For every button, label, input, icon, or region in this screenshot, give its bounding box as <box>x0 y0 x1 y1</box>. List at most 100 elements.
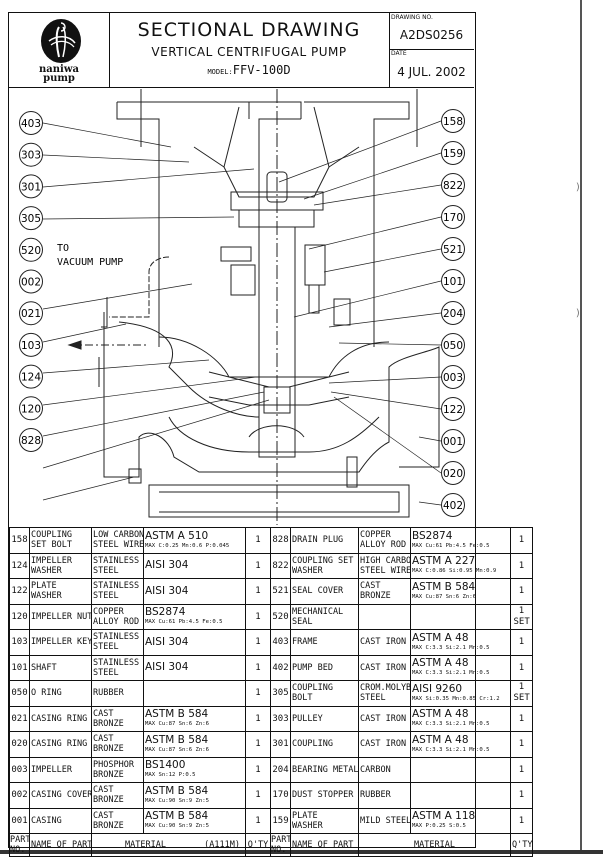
text-line: LOW CARBON <box>93 530 144 541</box>
quantity-cell: 1 <box>510 552 533 579</box>
part-number: 001 <box>9 807 30 834</box>
part-name: PULLEY <box>290 705 359 732</box>
material-spec: MAX Cu:90 Sn:9 Zn:5 <box>145 823 209 830</box>
date-value: 4 JUL. 2002 <box>397 65 466 79</box>
part-number: 170 <box>270 782 291 809</box>
text-line: CAST IRON <box>360 662 407 673</box>
coupling-bolt-158 <box>266 171 288 203</box>
text-line: STEEL <box>93 667 119 678</box>
quantity-cell: 1 <box>245 731 271 758</box>
text-line: COPPER <box>360 530 391 541</box>
text-line: CAST IRON <box>360 637 407 648</box>
text-line: IMPELLER KEY <box>31 637 92 648</box>
material-standard: BS2874 <box>145 606 186 619</box>
text-line: STEEL <box>360 693 386 704</box>
model-label: MODEL: <box>207 68 233 76</box>
callout-balloon <box>441 493 465 517</box>
callout-label: 521 <box>443 244 463 256</box>
part-name: CASING RING <box>29 705 92 732</box>
quantity-cell: 1 <box>245 527 271 554</box>
model-value: FFV-100D <box>232 63 291 77</box>
text-line: WASHER <box>31 591 62 602</box>
quantity-cell: 1 <box>510 782 533 809</box>
material-spec: MAX Cu:61 Pb:4.5 Fe:0.5 <box>412 542 490 549</box>
quantity: 1 <box>518 662 525 673</box>
callout-label: 520 <box>21 245 41 257</box>
material-standard-cell <box>410 782 511 809</box>
casing-001 <box>103 312 440 478</box>
callout-label: 002 <box>21 277 41 289</box>
quantity: 1 <box>255 688 261 699</box>
header-name-of-part: NAME OF PART <box>29 833 92 857</box>
callout-label: 124 <box>21 372 41 384</box>
text-line: SEAL <box>292 616 313 627</box>
material-standard: ASTM B 584 <box>145 733 209 746</box>
text-line: MECHANICAL <box>292 606 344 617</box>
text-line: MILD STEEL <box>360 815 411 826</box>
quantity: 1 <box>255 764 261 775</box>
text-line: HIGH CARBON <box>360 555 410 566</box>
quantity: 1 <box>518 764 525 775</box>
bed-bolt <box>346 456 358 488</box>
material-spec: MAX Cu:90 Sn:9 Zn:5 <box>145 797 209 804</box>
coupling-301 <box>230 191 324 211</box>
header-qty: Q'TY <box>510 833 533 857</box>
material-standard: ASTM A 118 <box>412 810 476 823</box>
quantity-cell: 1 SET <box>510 680 533 707</box>
text-line: RUBBER <box>360 790 391 801</box>
header-name-of-part: NAME OF PART <box>290 833 359 857</box>
material-standard: BS2874 <box>412 529 453 542</box>
quantity-cell: 1 <box>510 578 533 605</box>
part-number: 822 <box>270 552 291 579</box>
text-line: BRONZE <box>93 795 124 806</box>
text-line: CASING <box>31 815 62 826</box>
part-number: 122 <box>9 578 30 605</box>
text-line: STAINLESS <box>93 657 140 668</box>
part-number: 020 <box>9 731 30 758</box>
material-standard-cell <box>410 756 511 783</box>
callout-balloon <box>19 301 43 326</box>
quantity-cell: 1 <box>510 756 533 783</box>
drawing-sheet: naniwa pump SECTIONAL DRAWING VERTICAL C… <box>8 12 533 857</box>
drawing-number-cell: DRAWING NO. A2DS0256 <box>389 13 474 50</box>
logo-text-naniwa: naniwa <box>39 64 79 75</box>
part-name: O RING <box>29 680 92 707</box>
material-spec: MAX Cu:87 Sn:6 Zn:6 <box>145 721 209 728</box>
callout-balloon <box>19 428 43 452</box>
callout-balloon <box>19 269 43 294</box>
material-spec: MAX C:3.3 Si:2.1 Mn:0.5 <box>412 670 490 677</box>
quantity: 1 SET <box>513 605 530 627</box>
part-name: PUMP BED <box>290 654 359 681</box>
callout-balloon <box>441 333 465 357</box>
callout-balloon <box>19 332 43 357</box>
callout-balloon <box>19 237 43 262</box>
quantity-cell: 1 <box>245 654 271 681</box>
part-number: 021 <box>9 705 30 732</box>
part-number: 120 <box>9 603 30 630</box>
material-name: RUBBER <box>358 782 411 809</box>
header-material: MATERIAL <box>358 833 511 857</box>
header-qty: Q'TY <box>245 833 271 857</box>
callout-balloon <box>441 109 465 133</box>
text-line: CAST <box>93 708 114 719</box>
text-line: COUPLING <box>292 739 333 750</box>
callout-label: 301 <box>21 181 41 193</box>
material-spec: MAX C:0.86 Si:0.95 Mn:0.9 <box>412 568 497 575</box>
part-number: 050 <box>9 680 30 707</box>
material-spec: MAX Cu:87 Sn:6 Zn:6 <box>145 746 209 753</box>
